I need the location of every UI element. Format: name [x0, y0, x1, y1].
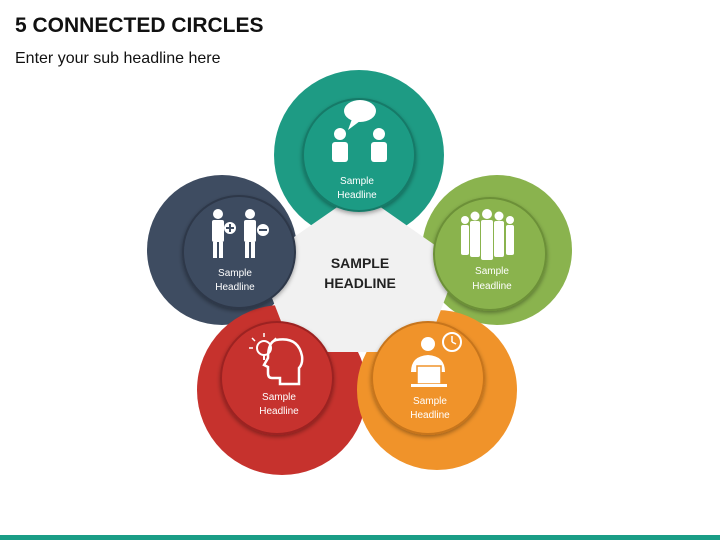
bottom-accent-bar: [0, 535, 720, 540]
circle-label-red-line1: Sample: [262, 392, 296, 403]
circle-label-navy-line1: Sample: [218, 268, 252, 279]
circle-label-teal-line1: Sample: [340, 176, 374, 187]
inner-circle-navy: [182, 195, 296, 309]
pros-cons-people-icon: [212, 209, 269, 258]
circle-label-green-line2: Headline: [472, 281, 512, 292]
circle-label-orange-line1: Sample: [413, 396, 447, 407]
center-label-line1: SAMPLE: [331, 255, 389, 271]
idea-head-icon: [249, 333, 304, 386]
circle-label-orange-line2: Headline: [410, 410, 450, 421]
team-group-icon: [461, 209, 514, 260]
circle-label-red-line2: Headline: [259, 406, 299, 417]
circle-label-navy-line2: Headline: [215, 282, 255, 293]
center-pentagon: [258, 192, 459, 352]
slide-title: 5 CONNECTED CIRCLES: [15, 14, 264, 37]
center-label-line2: HEADLINE: [324, 275, 396, 291]
slide-subtitle: Enter your sub headline here: [15, 50, 221, 67]
conversation-icon: [332, 100, 387, 162]
circle-label-teal-line2: Headline: [337, 190, 377, 201]
inner-circle-teal: [302, 98, 416, 212]
circle-label-green-line1: Sample: [475, 266, 509, 277]
businessman-deadline-icon: [411, 332, 462, 387]
